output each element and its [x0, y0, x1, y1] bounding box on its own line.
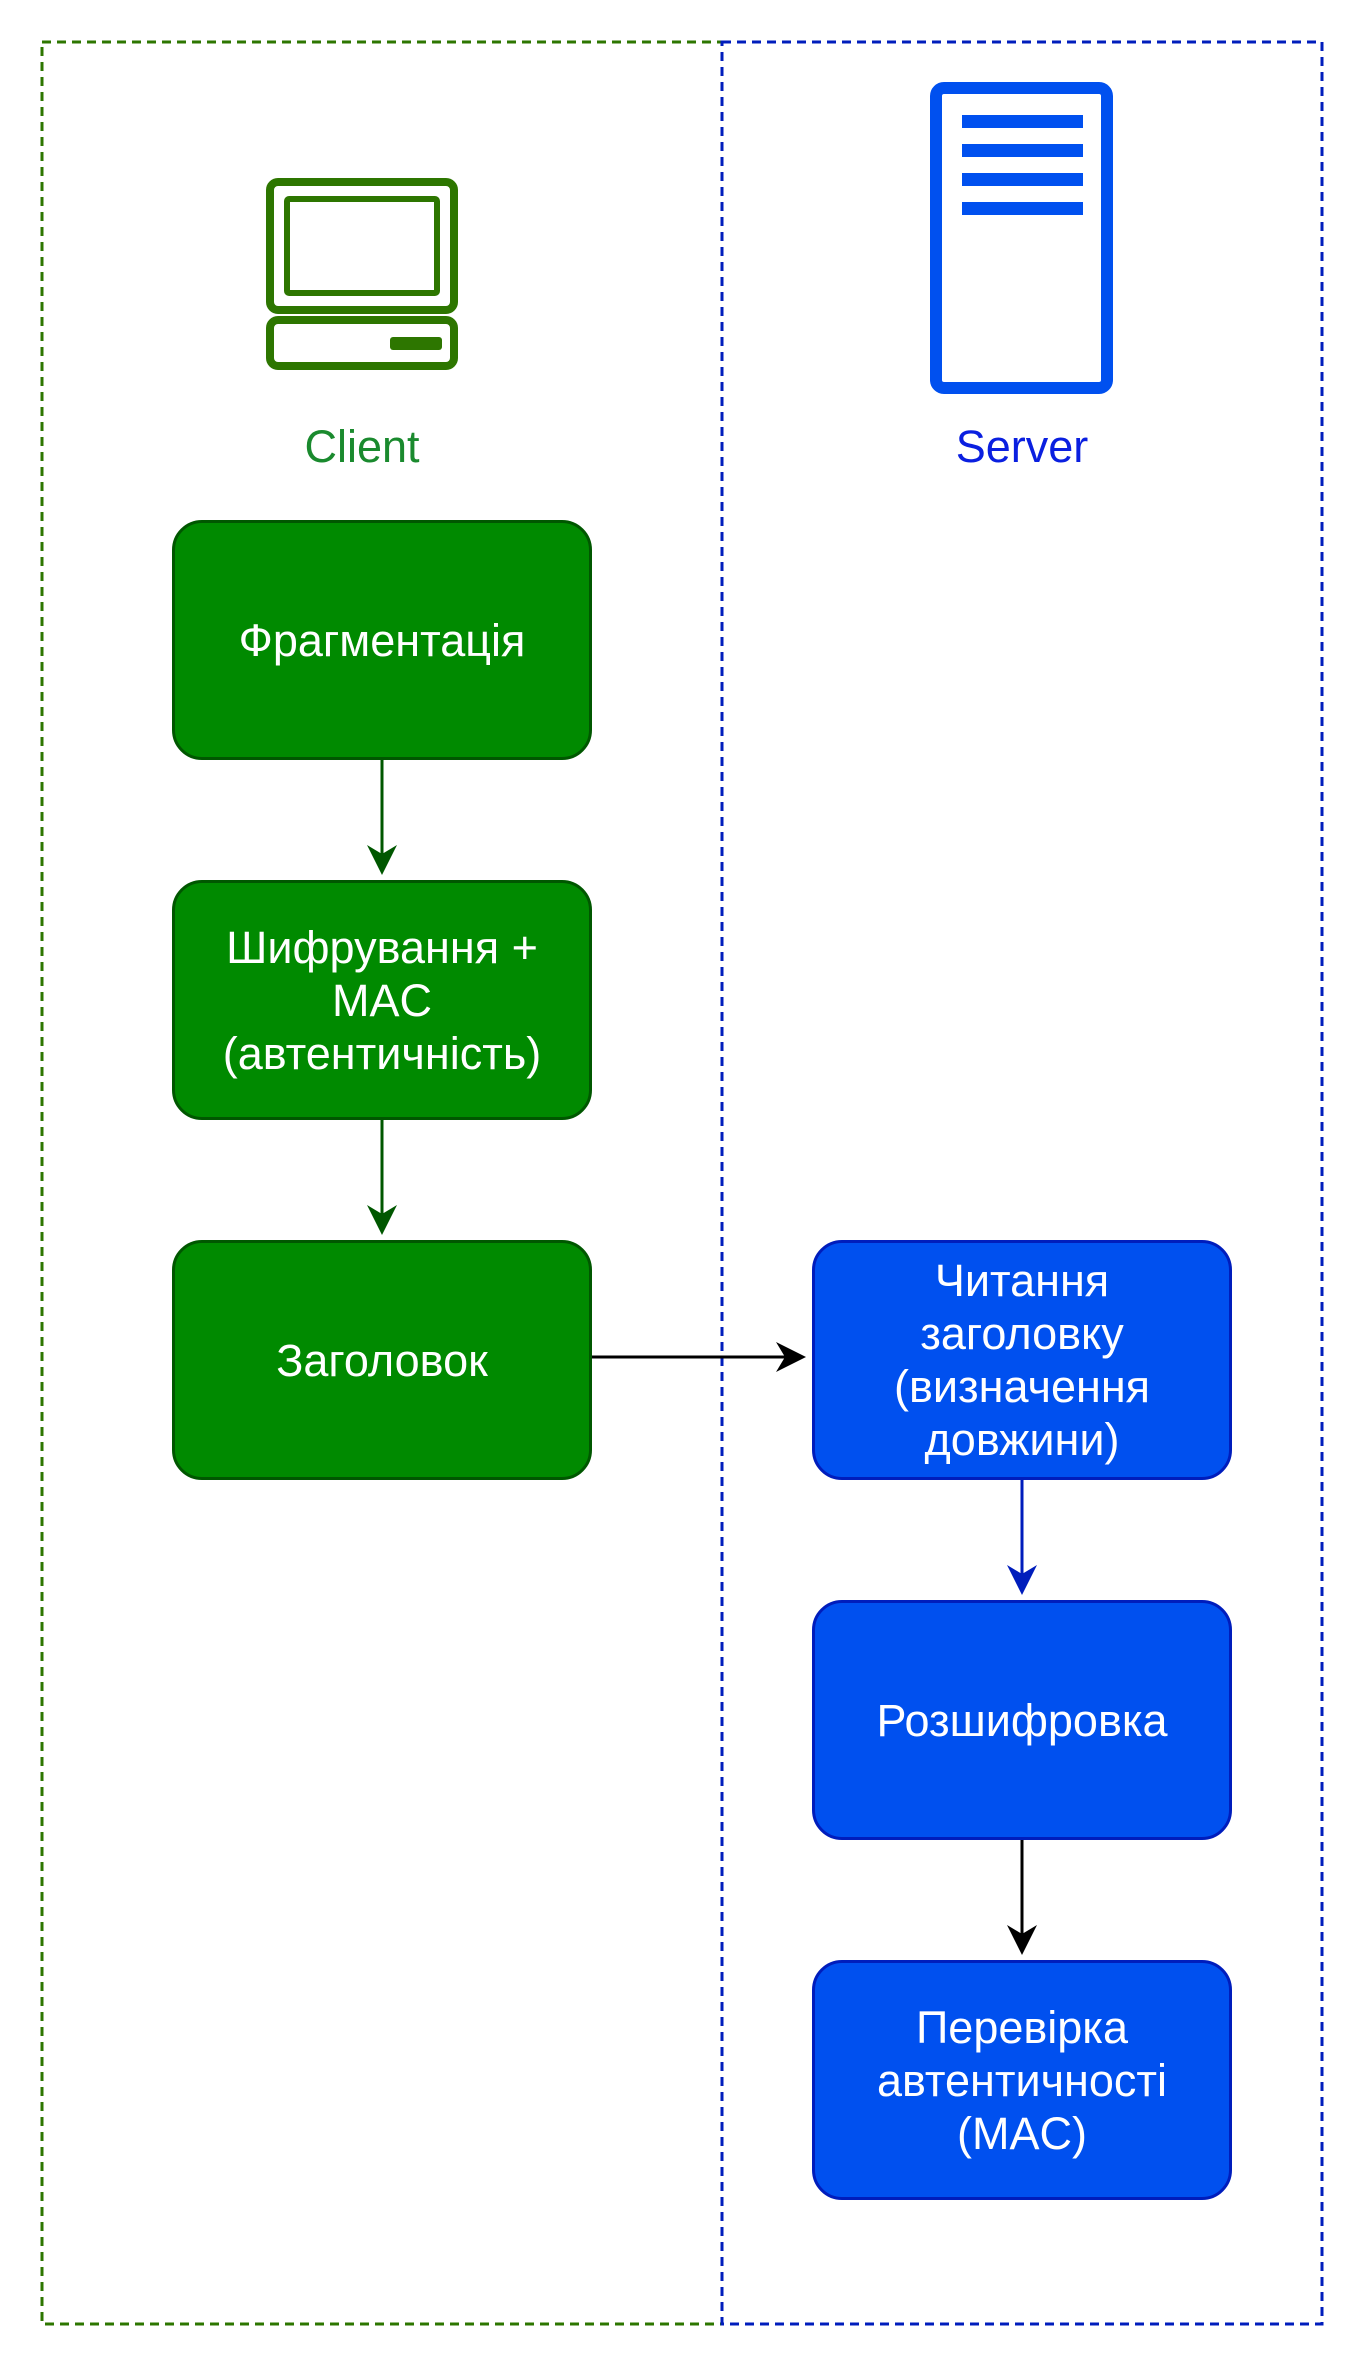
- step-read-header: Читання заголовку (визначення довжини): [812, 1240, 1232, 1480]
- step-header: Заголовок: [172, 1240, 592, 1480]
- server-lane-title: Server: [955, 421, 1089, 472]
- step-encryption-mac: Шифрування + MAC (автентичність): [172, 880, 592, 1120]
- desktop-computer-icon: [266, 178, 458, 370]
- server-lane: [720, 40, 1324, 2326]
- step-decryption: Розшифровка: [812, 1600, 1232, 1840]
- step-auth-check: Перевірка автентичності (MAC): [812, 1960, 1232, 2200]
- step-fragmentation: Фрагментація: [172, 520, 592, 760]
- client-lane-title: Client: [304, 421, 420, 472]
- server-tower-icon: [930, 82, 1113, 394]
